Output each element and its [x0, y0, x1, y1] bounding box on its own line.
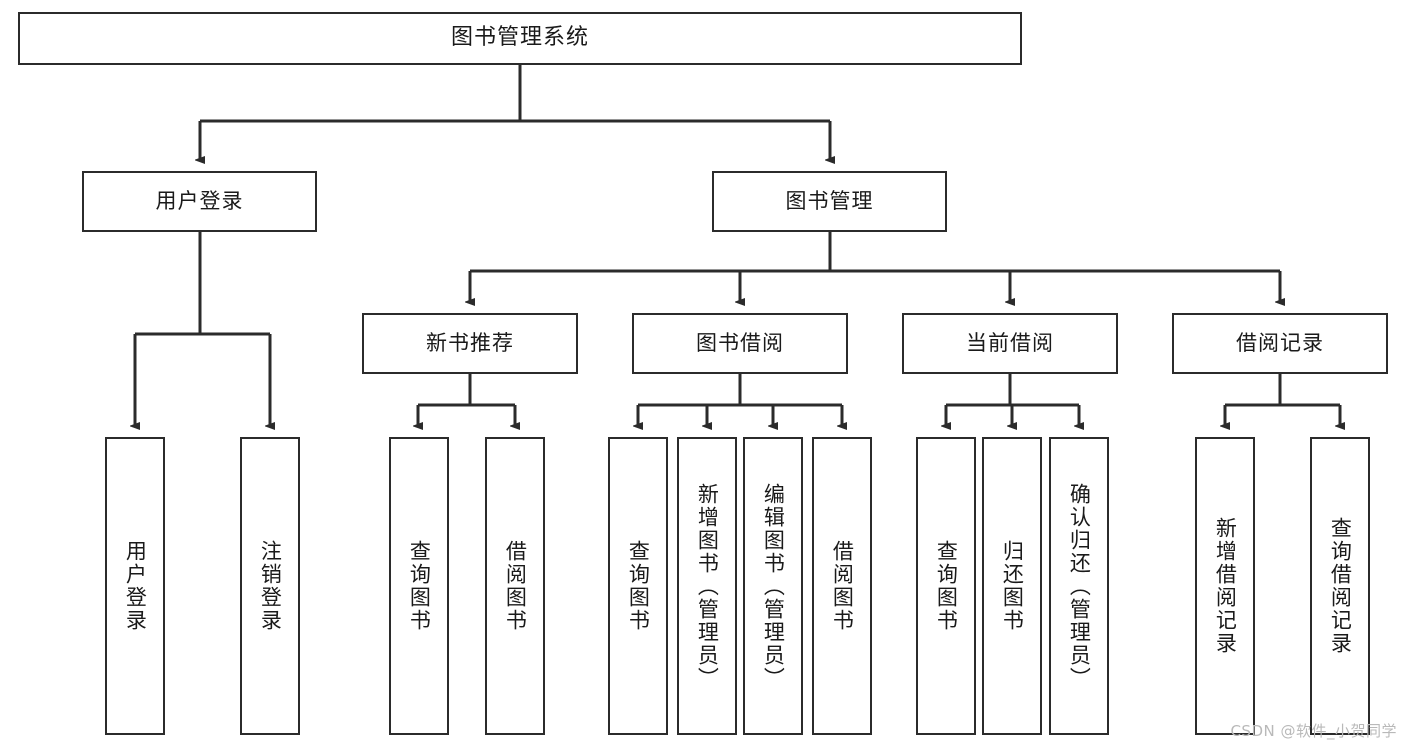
- leaf-label: 新增图书（管理员）: [695, 482, 720, 690]
- node-label: 当前借阅: [966, 330, 1054, 355]
- node-new-book-recommend[interactable]: 新书推荐: [362, 313, 578, 374]
- node-user-login[interactable]: 用户登录: [82, 171, 317, 232]
- node-label: 图书借阅: [696, 330, 784, 355]
- node-root-book-management-system[interactable]: 图书管理系统: [18, 12, 1022, 65]
- leaf-new-book-borrow-book[interactable]: 借阅图书: [485, 437, 545, 735]
- leaf-user-login-logout[interactable]: 注销登录: [240, 437, 300, 735]
- node-book-borrow[interactable]: 图书借阅: [632, 313, 848, 374]
- node-current-borrow[interactable]: 当前借阅: [902, 313, 1118, 374]
- leaf-label: 确认归还（管理员）: [1067, 482, 1092, 690]
- leaf-book-borrow-query-book[interactable]: 查询图书: [608, 437, 668, 735]
- leaf-label: 借阅图书: [830, 540, 855, 632]
- leaf-current-borrow-confirm-return-admin[interactable]: 确认归还（管理员）: [1049, 437, 1109, 735]
- node-borrow-record[interactable]: 借阅记录: [1172, 313, 1388, 374]
- leaf-label: 归还图书: [1000, 540, 1025, 632]
- leaf-new-book-query-book[interactable]: 查询图书: [389, 437, 449, 735]
- node-label: 用户登录: [155, 188, 244, 213]
- leaf-current-borrow-query-book[interactable]: 查询图书: [916, 437, 976, 735]
- leaf-label: 新增借阅记录: [1213, 517, 1238, 655]
- node-book-management[interactable]: 图书管理: [712, 171, 947, 232]
- leaf-label: 查询借阅记录: [1328, 517, 1353, 655]
- leaf-current-borrow-return-book[interactable]: 归还图书: [982, 437, 1042, 735]
- leaf-label: 查询图书: [407, 540, 432, 632]
- leaf-book-borrow-borrow-book[interactable]: 借阅图书: [812, 437, 872, 735]
- leaf-book-borrow-add-book-admin[interactable]: 新增图书（管理员）: [677, 437, 737, 735]
- leaf-book-borrow-edit-book-admin[interactable]: 编辑图书（管理员）: [743, 437, 803, 735]
- node-label: 图书管理: [785, 188, 874, 213]
- leaf-label: 用户登录: [123, 540, 148, 632]
- node-label: 新书推荐: [426, 330, 514, 355]
- leaf-label: 注销登录: [258, 540, 283, 632]
- leaf-label: 查询图书: [934, 540, 959, 632]
- node-label: 借阅记录: [1236, 330, 1324, 355]
- leaf-user-login-login[interactable]: 用户登录: [105, 437, 165, 735]
- leaf-borrow-record-add-record[interactable]: 新增借阅记录: [1195, 437, 1255, 735]
- leaf-borrow-record-query-record[interactable]: 查询借阅记录: [1310, 437, 1370, 735]
- leaf-label: 查询图书: [626, 540, 651, 632]
- leaf-label: 编辑图书（管理员）: [761, 482, 786, 690]
- leaf-label: 借阅图书: [503, 540, 528, 632]
- node-label: 图书管理系统: [450, 25, 589, 51]
- csdn-watermark: CSDN @软件_小贺同学: [1230, 722, 1397, 740]
